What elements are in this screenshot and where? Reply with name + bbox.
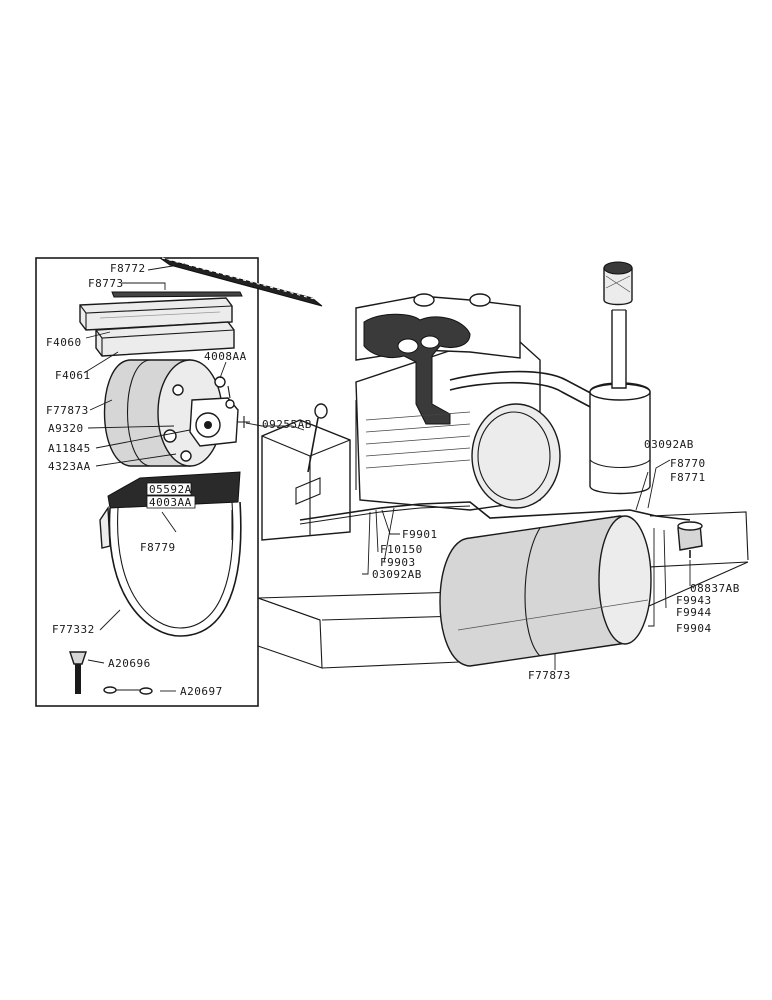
label-F9901: F9901: [402, 528, 438, 541]
leader-lines: [83, 263, 691, 692]
label-4323AA: 4323AA: [48, 460, 91, 473]
label-03092AB-bottom: 03092AB: [372, 568, 422, 581]
label-A11845: A11845: [48, 442, 91, 455]
label-F9943: F9943: [676, 594, 712, 607]
label-F10150: F10150: [380, 543, 423, 556]
label-05592A: 05592A: [149, 483, 192, 496]
label-A20697: A20697: [180, 685, 223, 698]
label-F8771: F8771: [670, 471, 706, 484]
drain-plug: [69, 651, 87, 694]
inset-panel-frame: [35, 257, 259, 707]
label-F77873-right: F77873: [528, 669, 571, 682]
wood-block-lower: [95, 321, 235, 357]
label-F9904: F9904: [676, 622, 712, 635]
label-A9320: A9320: [48, 422, 84, 435]
air-cleaner: [589, 261, 651, 495]
label-F4060: F4060: [46, 336, 82, 349]
label-08837AB: 08837AB: [690, 582, 740, 595]
label-F8779: F8779: [140, 541, 176, 554]
base-platform: [257, 511, 749, 669]
label-F8770: F8770: [670, 457, 706, 470]
fuel-filter: [677, 521, 703, 558]
gasket: [103, 686, 153, 695]
fuel-tank-right: [439, 515, 652, 667]
fuel-line: [299, 501, 691, 525]
throttle-lever: [307, 403, 328, 473]
wood-block-upper: [79, 297, 233, 331]
label-F4061: F4061: [55, 369, 91, 382]
fuel-gauge-sender: [189, 376, 250, 447]
label-F77332: F77332: [52, 623, 95, 636]
label-F9944: F9944: [676, 606, 712, 619]
label-A20696: A20696: [108, 657, 151, 670]
battery-box: [261, 419, 351, 541]
label-03092AB-top: 03092AB: [644, 438, 694, 451]
tank-strap-band: [108, 501, 242, 637]
label-F9903: F9903: [380, 556, 416, 569]
fuel-line-rod: [159, 257, 323, 307]
label-4008AA: 4008AA: [204, 350, 247, 363]
label-F8772: F8772: [110, 262, 146, 275]
engine: [355, 293, 601, 511]
part-labels: F8772 F8773 F4060 F4061 4008AA F77873 A9…: [46, 262, 740, 698]
tank-cradle-plate: [99, 471, 241, 549]
fuel-tank-left: [103, 359, 223, 467]
label-09255AB: 09255AB: [262, 418, 312, 431]
tank-strap-bar: [111, 291, 243, 298]
label-F8773: F8773: [88, 277, 124, 290]
label-F77873-left: F77873: [46, 404, 89, 417]
label-4003AA: 4003AA: [149, 496, 192, 509]
